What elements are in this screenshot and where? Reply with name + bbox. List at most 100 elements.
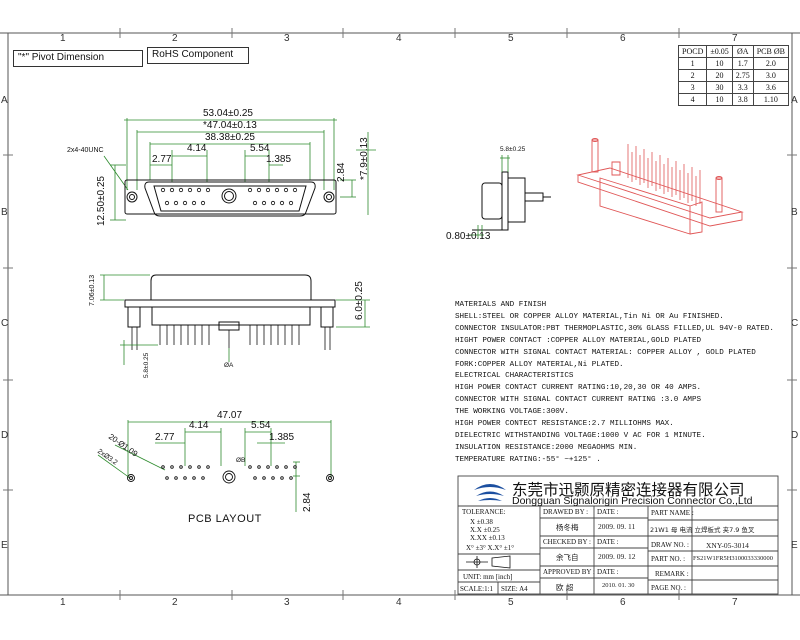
dim-pcb-b: ØB [236, 457, 246, 464]
remark-label: REMARK : [655, 570, 689, 578]
zone-side-d-right: D [791, 430, 799, 441]
zone-side-a-right: A [791, 95, 798, 106]
dim-pcb-4707: 47.07 [217, 410, 243, 421]
dim-pitch-414: 4.14 [187, 143, 207, 154]
company-name-cn: 东莞市迅颢原精密连接器有限公司 [512, 481, 745, 499]
dim-shell-width: 38.38±0.25 [205, 132, 255, 143]
dim-pcb-414: 4.14 [189, 420, 209, 431]
spec-line: THE WORKING VOLTAGE:300V. [455, 408, 569, 417]
dim-side-080: 0.80±0.13 [446, 231, 491, 242]
dim-pitch-277: 2.77 [152, 154, 172, 165]
spec-line: ELECTRICAL CHARACTERISTICS [455, 372, 574, 381]
checked-by-label: CHECKED BY : [543, 538, 591, 546]
zone-bottom-1: 1 [60, 597, 66, 608]
drawed-by-value: 杨冬梅 [556, 523, 579, 532]
dim-pivot-width: *47.04±0.13 [203, 120, 257, 131]
page-no-label: PAGE NO. : [651, 584, 686, 592]
spec-line: MATERIALS AND FINISH [455, 301, 547, 309]
zone-bottom-3: 3 [284, 597, 290, 608]
spec-line: HIGH POWER CONTACT CURRENT RATING:10,20,… [455, 384, 702, 393]
spec-line: FORK:COPPER ALLOY MATERIAL,Ni PLATED. [455, 360, 624, 369]
zone-side-c: C [1, 318, 9, 329]
zone-side-d: D [1, 430, 9, 441]
revision-table: POCD ±0.05 ØA PCB ØB 1 10 1.7 2.0 2 20 2… [677, 45, 789, 106]
size-label: SIZE: A4 [501, 585, 528, 593]
table-row: 2 20 2.75 3.0 [677, 69, 789, 82]
date-label-2: DATE : [597, 538, 619, 546]
table-row: 1 10 1.7 2.0 [677, 57, 789, 70]
tolerance-label: TOLERANCE: [462, 508, 506, 516]
table-row: 3 30 3.3 3.6 [677, 81, 789, 94]
table-cell: 1.10 [752, 93, 789, 106]
zone-top-6: 6 [620, 33, 626, 44]
table-cell: 10 [706, 93, 733, 106]
zone-top-4: 4 [396, 33, 402, 44]
dim-bottom-a: ØA [224, 362, 234, 369]
zone-top-1: 1 [60, 33, 66, 44]
spec-line: SHELL:STEEL OR COPPER ALLOY MATERIAL,Tin… [455, 312, 724, 321]
spec-line: TEMPERATURE RATING:-55° ~+125° . [455, 455, 601, 464]
part-no-value: FS21W1FR5H3100033330000 [693, 555, 773, 562]
dim-overall-width: 53.04±0.25 [203, 108, 253, 119]
spec-line: HIGHT POWER CONTACT :COPPER ALLOY MATERI… [455, 336, 702, 345]
approved-by-label: APPROVED BY : [543, 568, 595, 576]
spec-notes: MATERIALS AND FINISH SHELL:STEEL OR COPP… [455, 300, 785, 467]
spec-line: CONNECTOR INSULATOR:PBT THERMOPLASTIC,30… [455, 324, 774, 333]
dim-pcb-1385: 1.385 [269, 432, 295, 443]
tolerance-x: X ±0.38 [470, 518, 493, 526]
dim-pcb-277: 2.77 [155, 432, 175, 443]
zone-bottom-2: 2 [172, 597, 178, 608]
part-name-label: PART NAME : [651, 509, 694, 517]
company-name-en: Dongguan Signalorigin Precision Connecto… [512, 495, 753, 507]
pivot-dimension-label: "*" Pivot Dimension [13, 50, 143, 67]
zone-side-e-right: E [791, 540, 798, 551]
company-logo [474, 484, 506, 501]
dim-pitch-1385: 1.385 [266, 154, 292, 165]
zone-side-e: E [1, 540, 8, 551]
approved-by-value: 欧 超 [556, 583, 574, 592]
spec-line: DIELECTRIC WITHSTANDING VOLTAGE:1000 V A… [455, 431, 706, 440]
spec-line: INSULATION RESISTANCE:2000 MEGAOHMS MIN. [455, 443, 638, 452]
date-value-1: 2009. 09. 11 [598, 522, 636, 531]
scale-label: SCALE:1:1 [460, 585, 494, 593]
date-label-3: DATE : [597, 568, 619, 576]
pcb-layout-title: PCB LAYOUT [188, 513, 262, 525]
unit-label: UNIT: mm [inch] [463, 573, 513, 581]
zone-side-b: B [1, 207, 8, 218]
dim-pitch-554: 5.54 [250, 143, 270, 154]
dim-pcb-554: 5.54 [251, 420, 271, 431]
zone-top-3: 3 [284, 33, 290, 44]
spec-line: CONNECTOR WITH SIGNAL CONTACT MATERIAL: … [455, 348, 756, 357]
date-value-3: 2010. 01. 30 [602, 582, 635, 589]
dim-thread: 2x4-40UNC [67, 147, 104, 154]
draw-no-label: DRAW NO. : [651, 541, 690, 549]
zone-side-b-right: B [791, 207, 798, 218]
zone-side-c-right: C [791, 318, 799, 329]
drawed-by-label: DRAWED BY : [543, 508, 589, 516]
part-no-label: PART NO. : [651, 555, 686, 563]
zone-bottom-6: 6 [620, 597, 626, 608]
zone-bottom-4: 4 [396, 597, 402, 608]
zone-top-5: 5 [508, 33, 514, 44]
zone-bottom-5: 5 [508, 597, 514, 608]
tolerance-xx: X.X ±0.25 [470, 526, 500, 534]
zone-top-7: 7 [732, 33, 738, 44]
projection-symbol [466, 555, 511, 569]
tolerance-angle: X° ±3° X.X° ±1° [466, 544, 515, 552]
rohs-label: RoHS Component [147, 47, 249, 64]
dim-side-58: 5.8±0.25 [500, 146, 526, 153]
date-label-1: DATE : [597, 508, 619, 516]
part-name-value: 21W1 母 电流 立焊板式 夹7.9 鱼叉 [650, 526, 755, 534]
checked-by-value: 余飞自 [556, 553, 579, 562]
date-value-2: 2009. 09. 12 [598, 552, 636, 561]
zone-side-a: A [1, 95, 8, 106]
zone-top-2: 2 [172, 33, 178, 44]
tolerance-xxx: X.XX ±0.13 [470, 534, 505, 542]
